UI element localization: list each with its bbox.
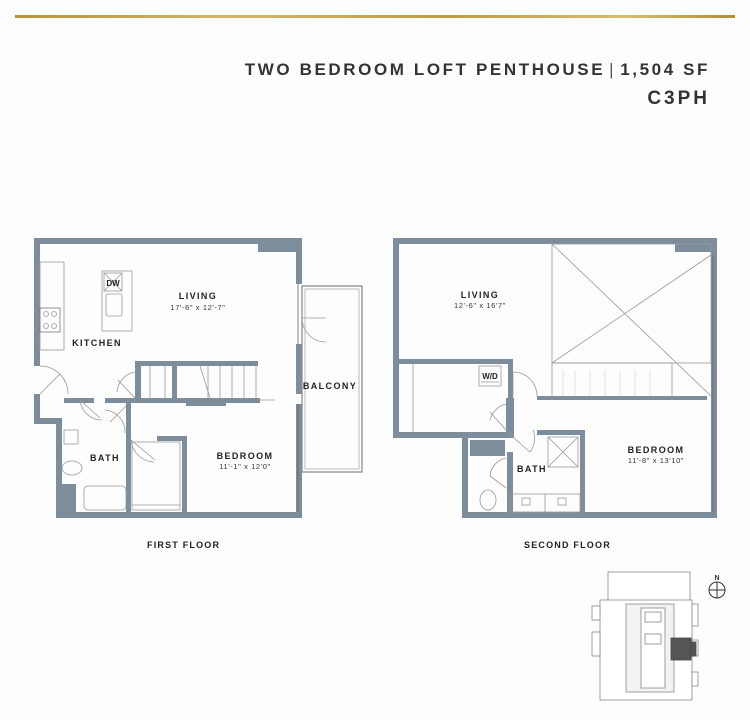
- ff-bath-label: BATH: [90, 453, 120, 463]
- sf-living-dims: 12'-6" x 16'7": [454, 301, 506, 310]
- ff-kitchen-label: KITCHEN: [72, 338, 122, 348]
- first-floor-fixtures: [39, 261, 363, 512]
- second-floor-fixtures: [412, 243, 714, 513]
- gold-divider: [15, 15, 735, 18]
- sf-living-label: LIVING: [461, 290, 499, 300]
- unit-code: C3PH: [647, 88, 710, 109]
- title-separator: |: [609, 60, 617, 79]
- sf-bath-label: BATH: [517, 464, 547, 474]
- first-floor-label: FIRST FLOOR: [147, 540, 221, 550]
- washer-dryer-label: W/D: [482, 372, 498, 381]
- ff-bedroom-label: BEDROOM: [217, 451, 274, 461]
- ff-balcony-label: BALCONY: [303, 381, 357, 391]
- north-label: N: [714, 575, 719, 582]
- key-plan: [591, 571, 699, 701]
- plan-title: TWO BEDROOM LOFT PENTHOUSE|1,504 SF: [245, 60, 710, 80]
- dishwasher-label: DW: [106, 279, 120, 288]
- ff-living-dims: 17'-6" x 12'-7": [170, 303, 225, 312]
- unit-type: TWO BEDROOM LOFT PENTHOUSE: [244, 60, 606, 79]
- second-floor-plan: [393, 238, 717, 518]
- unit-area: 1,504 SF: [620, 60, 710, 79]
- sf-bedroom-label: BEDROOM: [628, 445, 685, 455]
- north-arrow-icon: [708, 581, 726, 599]
- ff-living-label: LIVING: [179, 291, 217, 301]
- sf-bedroom-dims: 11'-8" x 13'10": [628, 456, 684, 465]
- second-floor-label: SECOND FLOOR: [524, 540, 611, 550]
- first-floor-plan: [34, 238, 302, 518]
- ff-bedroom-dims: 11'-1" x 12'0": [219, 462, 270, 471]
